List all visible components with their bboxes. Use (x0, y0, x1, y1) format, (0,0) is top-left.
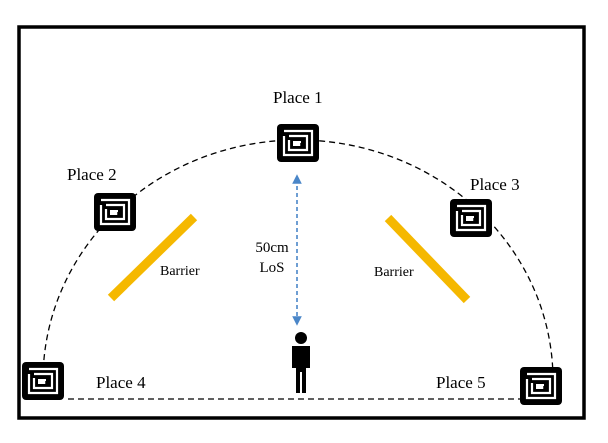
distance-value: 50cm (255, 240, 289, 256)
place-4-label: Place 4 (96, 373, 146, 392)
rfid-tag-icon (275, 122, 321, 164)
place-1-label: Place 1 (273, 88, 323, 107)
place-2-label: Place 2 (67, 165, 117, 184)
place-5-label: Place 5 (436, 373, 486, 392)
rfid-tag-icon (518, 365, 564, 407)
distance-label: 50cm LoS (250, 238, 294, 278)
rfid-tag-icon (448, 197, 494, 239)
barrier-left (107, 213, 198, 302)
barrier-right-label: Barrier (374, 265, 414, 280)
barrier-left-label: Barrier (160, 264, 200, 279)
barrier-right (384, 214, 471, 304)
place-3-label: Place 3 (470, 175, 520, 194)
distance-kind: LoS (259, 260, 285, 276)
person-icon (292, 332, 310, 393)
rfid-tag-icon (20, 360, 66, 402)
rfid-tag-icon (92, 191, 138, 233)
outer-frame (17, 25, 586, 420)
